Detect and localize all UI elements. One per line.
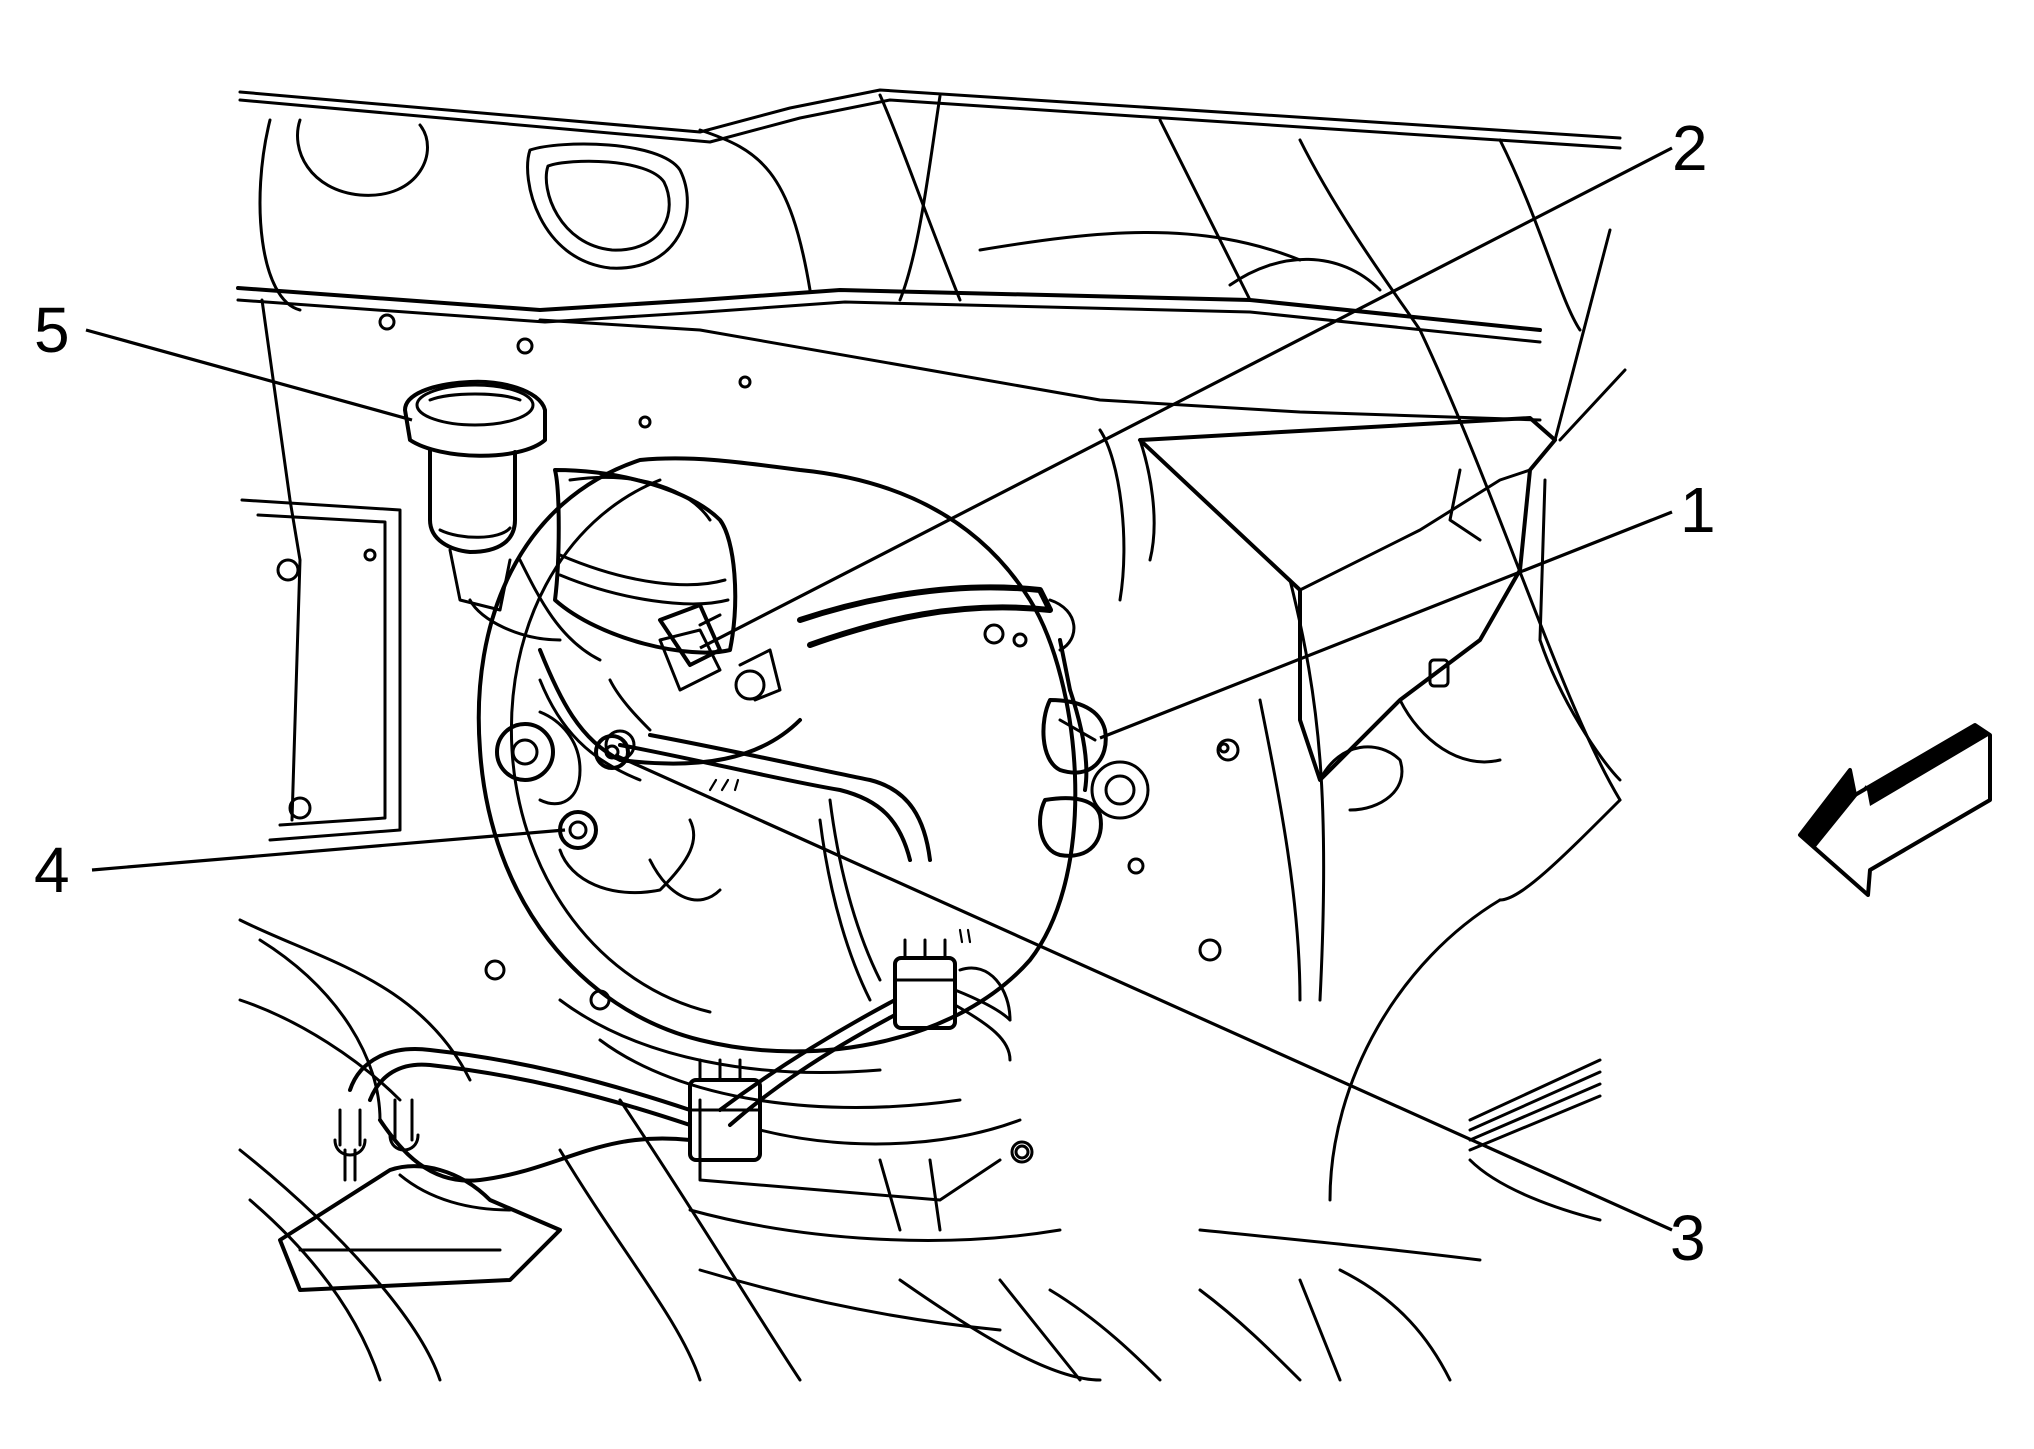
callouts: 1 2 3 4 5 [34, 112, 1716, 1274]
callout-5: 5 [34, 294, 70, 366]
leader-line-4 [91, 828, 566, 872]
callout-3: 3 [1670, 1202, 1706, 1274]
strut-tower-bracket [1098, 228, 1627, 812]
leader-line-3 [614, 753, 1673, 1232]
callout-2: 2 [1672, 112, 1708, 184]
view-direction-arrow-icon [1798, 723, 1992, 897]
brake-pipes [278, 584, 1150, 1292]
reservoir-cap [403, 379, 562, 642]
callout-4: 4 [34, 834, 70, 906]
firewall-panel [236, 88, 1622, 1382]
master-cylinder [495, 468, 802, 902]
leader-line-2 [699, 146, 1673, 650]
leader-line-5 [85, 328, 413, 422]
callout-1: 1 [1680, 474, 1716, 546]
leader-line-1 [1099, 510, 1673, 740]
brake-booster [476, 456, 1078, 1242]
leader-lines [85, 146, 1673, 1232]
